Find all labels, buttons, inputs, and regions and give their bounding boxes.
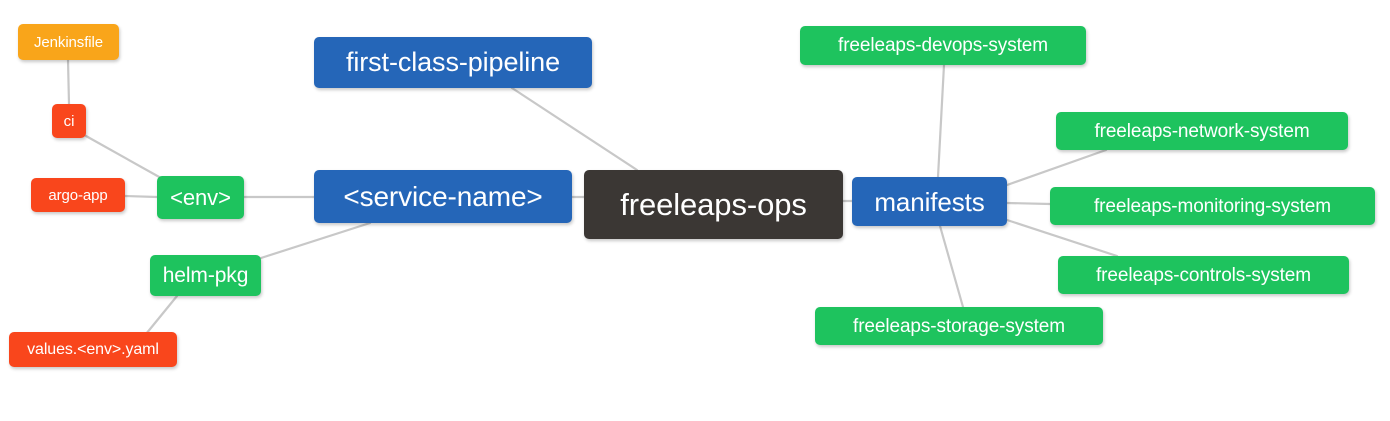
- node-argo-app[interactable]: argo-app: [31, 178, 125, 212]
- node-first-class[interactable]: first-class-pipeline: [314, 37, 592, 88]
- node-monitoring[interactable]: freeleaps-monitoring-system: [1050, 187, 1375, 225]
- edge-manifests-to-storage: [938, 224, 965, 309]
- node-values-yaml[interactable]: values.<env>.yaml: [9, 332, 177, 367]
- node-label-manifests: manifests: [874, 186, 985, 217]
- node-network[interactable]: freeleaps-network-system: [1056, 112, 1348, 150]
- node-manifests[interactable]: manifests: [852, 177, 1007, 226]
- node-controls[interactable]: freeleaps-controls-system: [1058, 256, 1349, 294]
- edge-manifests-to-network: [1005, 148, 1108, 187]
- node-label-first-class: first-class-pipeline: [345, 47, 561, 77]
- node-devops[interactable]: freeleaps-devops-system: [800, 26, 1086, 65]
- node-label-network: freeleaps-network-system: [1094, 120, 1310, 142]
- edge-manifests-to-monitoring: [1005, 201, 1052, 206]
- node-service-name[interactable]: <service-name>: [314, 170, 572, 223]
- node-label-values-yaml: values.<env>.yaml: [27, 340, 159, 358]
- node-label-devops: freeleaps-devops-system: [838, 35, 1048, 56]
- node-label-service-name: <service-name>: [343, 180, 543, 212]
- edge-helm-pkg-to-service-name: [259, 221, 372, 260]
- node-label-monitoring: freeleaps-monitoring-system: [1094, 195, 1331, 217]
- edge-values-yaml-to-helm-pkg: [144, 294, 179, 336]
- node-ci[interactable]: ci: [52, 104, 86, 138]
- node-label-jenkinsfile: Jenkinsfile: [34, 33, 103, 51]
- edge-ci-to-env: [84, 134, 163, 180]
- node-label-env: <env>: [170, 184, 231, 210]
- node-label-argo-app: argo-app: [48, 186, 108, 204]
- node-jenkinsfile[interactable]: Jenkinsfile: [18, 24, 119, 60]
- node-label-storage: freeleaps-storage-system: [853, 315, 1065, 337]
- edge-jenkinsfile-to-ci: [66, 58, 71, 106]
- node-env[interactable]: <env>: [157, 176, 244, 219]
- node-storage[interactable]: freeleaps-storage-system: [815, 307, 1103, 345]
- edge-manifests-to-controls: [1005, 218, 1119, 258]
- node-label-ci: ci: [63, 112, 75, 130]
- node-label-controls: freeleaps-controls-system: [1095, 264, 1312, 286]
- node-freeleaps-ops[interactable]: freeleaps-ops: [584, 170, 843, 239]
- edge-manifests-to-devops: [936, 63, 946, 179]
- edge-argo-app-to-env: [123, 194, 159, 199]
- node-label-helm-pkg: helm-pkg: [162, 264, 249, 287]
- node-helm-pkg[interactable]: helm-pkg: [150, 255, 261, 296]
- node-label-freeleaps-ops: freeleaps-ops: [620, 187, 807, 222]
- edge-first-class-to-ops: [510, 86, 639, 172]
